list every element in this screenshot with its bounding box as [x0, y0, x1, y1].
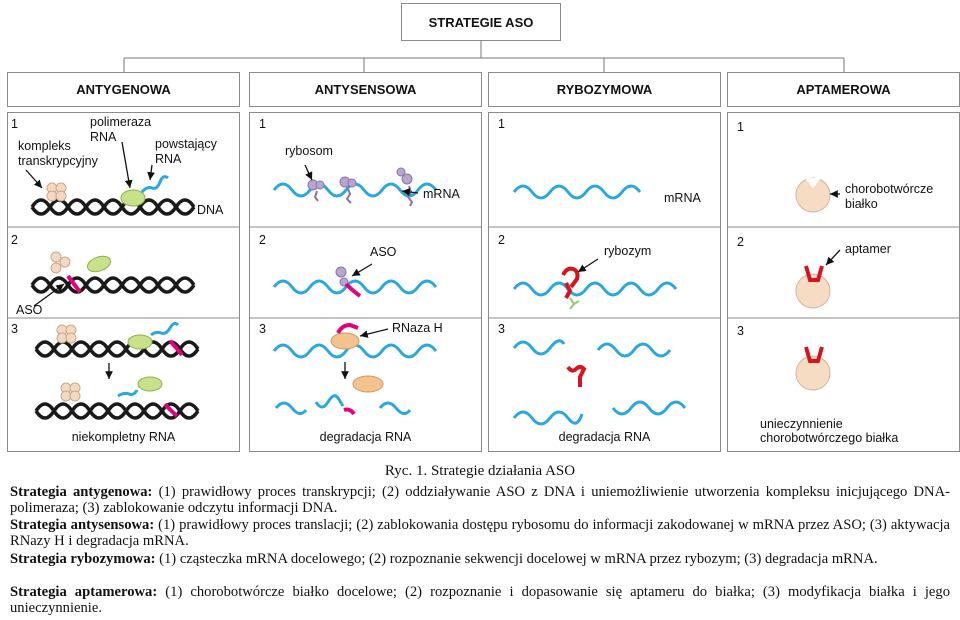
label-aso-antysens: ASO: [370, 245, 397, 259]
step-1-rybozym: 1: [498, 117, 505, 131]
description-term: Strategia antygenowa:: [10, 484, 153, 500]
step-3-antygen: 3: [11, 322, 18, 336]
description-text: (1) prawidłowy proces transkrypcji; (2) …: [10, 484, 950, 516]
col-header-box-3: [488, 72, 721, 107]
description-antysensowa: Strategia antysensowa: (1) prawidłowy pr…: [10, 517, 950, 549]
description-antygenowa: Strategia antygenowa: (1) prawidłowy pro…: [10, 484, 950, 516]
label-dna: DNA: [197, 203, 224, 217]
title-box: [401, 3, 561, 41]
label-mrna-antysens: mRNA: [423, 187, 460, 201]
diagram-title: STRATEGIE ASO: [428, 15, 534, 30]
result-aptamerowa: unieczynnienie chorobotwórczego białka: [760, 417, 899, 445]
col-header-box-4: [727, 72, 960, 107]
pathogenic-protein-2: [795, 273, 831, 309]
result-rybozymowa: degradacja RNA: [558, 430, 651, 444]
rnase-h: [330, 332, 360, 350]
step-1-antygen: 1: [11, 117, 18, 131]
step-1-aptamer: 1: [737, 120, 744, 134]
label-powstajacy: powstający RNA: [155, 137, 217, 166]
label-rybozym: rybozym: [604, 244, 652, 258]
description-text: (1) prawidłowy proces translacji; (2) za…: [10, 517, 950, 549]
pathogenic-protein-3: [795, 355, 831, 391]
col-header-box-2: [249, 72, 482, 107]
step-2-rybozym: 2: [498, 233, 505, 247]
step-2-aptamer: 2: [737, 235, 744, 249]
col-header-aptamerowa: APTAMEROWA: [796, 82, 891, 97]
nascent-rna: [140, 175, 169, 193]
aso-bound-dna: [66, 274, 82, 294]
mrna-wave-2: [272, 279, 438, 295]
label-mrna-rybozym: mRNA: [664, 191, 701, 205]
figure-caption: Ryc. 1. Strategie działania ASO: [384, 463, 576, 479]
mrna-wave-r1: [512, 184, 642, 200]
rna-polymerase: [120, 189, 146, 207]
transcription-complex-2: [50, 251, 71, 274]
dna-helix-4: [34, 402, 200, 420]
description-term: Strategia antysensowa:: [10, 517, 155, 533]
label-aptamer: aptamer: [845, 242, 891, 256]
label-aso-antygen: ASO: [16, 303, 43, 317]
step-2-antygen: 2: [11, 233, 18, 247]
col-body-box-4: [727, 112, 960, 452]
diagram-graphics: [7, 141, 960, 426]
label-kompleks: kompleks transkrypcyjny: [18, 139, 98, 168]
degraded-rna-1: [274, 394, 412, 415]
col-header-antysensowa: ANTYSENSOWA: [314, 82, 417, 97]
description-term: Strategia rybozymowa:: [10, 551, 156, 567]
description-aptamerowa: Strategia aptamerowa: (1) chorobotwórcze…: [10, 584, 950, 616]
dna-helix-2: [30, 276, 196, 294]
col-header-box-1: [7, 72, 240, 107]
label-rybosom: rybosom: [285, 144, 333, 158]
connector-lines: [123, 41, 845, 72]
label-polimeraza: polimeraza RNA: [90, 115, 152, 144]
step-3-aptamer: 3: [737, 324, 744, 338]
row-separators: [7, 226, 960, 319]
transcription-complex: [46, 182, 67, 202]
ribozyme: [561, 266, 580, 299]
description-text: (1) chorobotwórcze białko docelowe; (2) …: [10, 584, 950, 616]
result-antygenowa: niekompletny RNA: [71, 430, 176, 444]
mrna-wave-r2: [512, 281, 678, 297]
step-2-antysens: 2: [259, 233, 266, 247]
dna-helix-1: [30, 198, 196, 216]
col-header-rybozymowa: RYBOZYMOWA: [556, 82, 653, 97]
step-3-rybozym: 3: [498, 322, 505, 336]
ribosomes: [307, 167, 413, 191]
label-bialko: chorobotwórcze białko: [845, 182, 934, 211]
description-rybozymowa: Strategia rybozymowa: (1) cząsteczka mRN…: [10, 551, 950, 567]
label-rnaza: RNaza H: [392, 321, 443, 335]
col-header-antygenowa: ANTYGENOWA: [76, 82, 171, 97]
result-antysensowa: degradacja RNA: [319, 430, 412, 444]
step-1-antysens: 1: [259, 117, 266, 131]
col-body-box-3: [488, 112, 721, 452]
description-text: (1) cząsteczka mRNA docelowego; (2) rozp…: [155, 551, 878, 567]
rna-polymerase-2: [86, 255, 112, 273]
description-term: Strategia aptamerowa:: [10, 584, 158, 600]
step-3-antysens: 3: [259, 322, 266, 336]
